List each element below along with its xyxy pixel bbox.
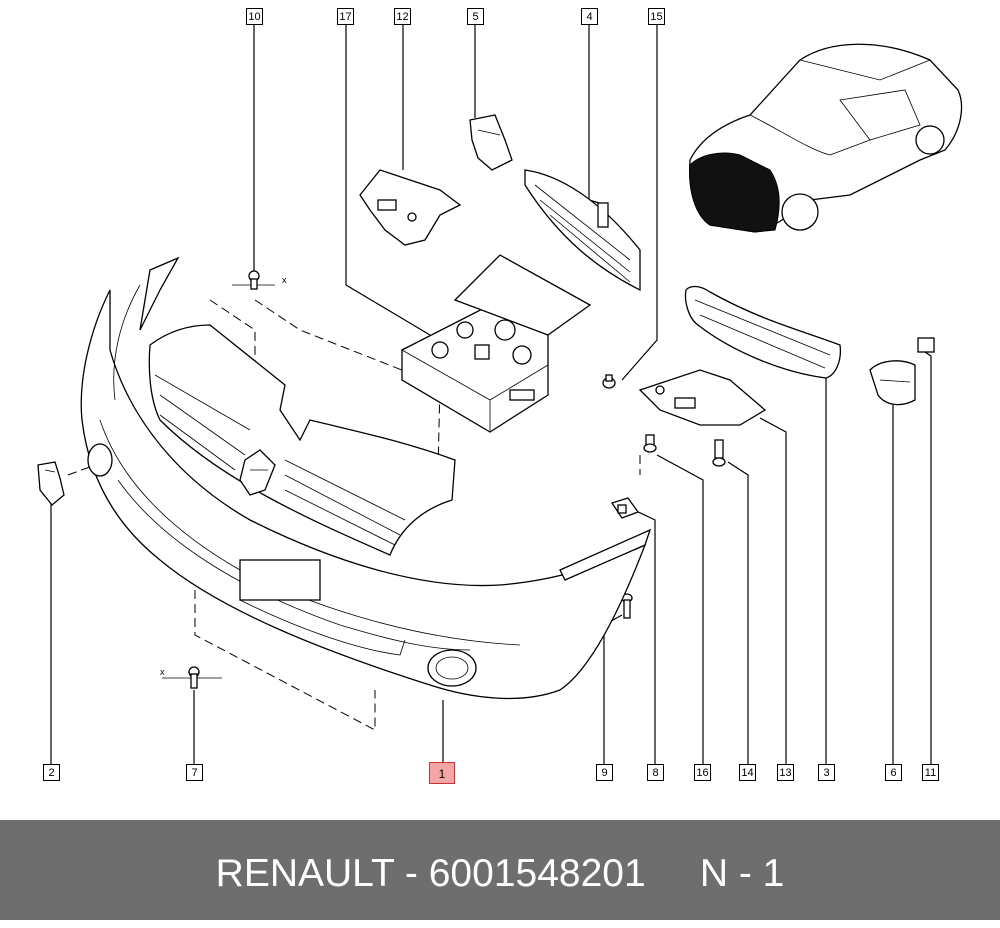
clip-8 xyxy=(610,497,640,519)
bracket-2 xyxy=(37,461,65,506)
callout-12: 12 xyxy=(394,8,411,25)
callout-14: 14 xyxy=(739,764,756,781)
footer-bar: RENAULT - 6001548201 N - 1 xyxy=(0,820,1000,920)
screw-9 xyxy=(621,593,633,619)
front-bumper xyxy=(80,256,652,700)
fastener-16 xyxy=(643,434,657,453)
callout-9: 9 xyxy=(596,764,613,781)
fastener-15 xyxy=(602,374,616,389)
svg-text:x: x xyxy=(160,667,165,677)
svg-text:x: x xyxy=(282,275,287,285)
exploded-parts-diagram: x x xyxy=(37,24,963,764)
assembly-lines xyxy=(67,299,641,731)
leader-lines xyxy=(50,24,932,764)
fastener-7: x xyxy=(160,666,222,689)
guide-5 xyxy=(469,114,513,171)
car-thumbnail xyxy=(689,43,963,233)
grille-insert-4 xyxy=(524,169,641,292)
bracket-13 xyxy=(638,369,767,426)
callout-7: 7 xyxy=(186,764,203,781)
callout-16: 16 xyxy=(694,764,711,781)
callout-17: 17 xyxy=(337,8,354,25)
callout-11: 11 xyxy=(922,764,939,781)
callout-15: 15 xyxy=(648,8,665,25)
callout-4: 4 xyxy=(581,8,598,25)
fastener-14 xyxy=(712,439,726,467)
part-number-label: RENAULT - 6001548201 N - 1 xyxy=(215,852,785,895)
callout-1: 1 xyxy=(429,762,455,784)
callout-13: 13 xyxy=(777,764,794,781)
callout-2: 2 xyxy=(43,764,60,781)
callout-10: 10 xyxy=(246,8,263,25)
callout-3: 3 xyxy=(818,764,835,781)
bracket-12 xyxy=(359,169,462,246)
kit-box xyxy=(401,254,592,433)
clip-11 xyxy=(917,337,935,353)
grille-panel xyxy=(148,324,456,556)
callout-8: 8 xyxy=(647,764,664,781)
callout-6: 6 xyxy=(885,764,902,781)
grille-3 xyxy=(684,285,842,379)
housing-6 xyxy=(869,360,916,406)
callout-5: 5 xyxy=(467,8,484,25)
fastener-10: x xyxy=(232,270,287,290)
